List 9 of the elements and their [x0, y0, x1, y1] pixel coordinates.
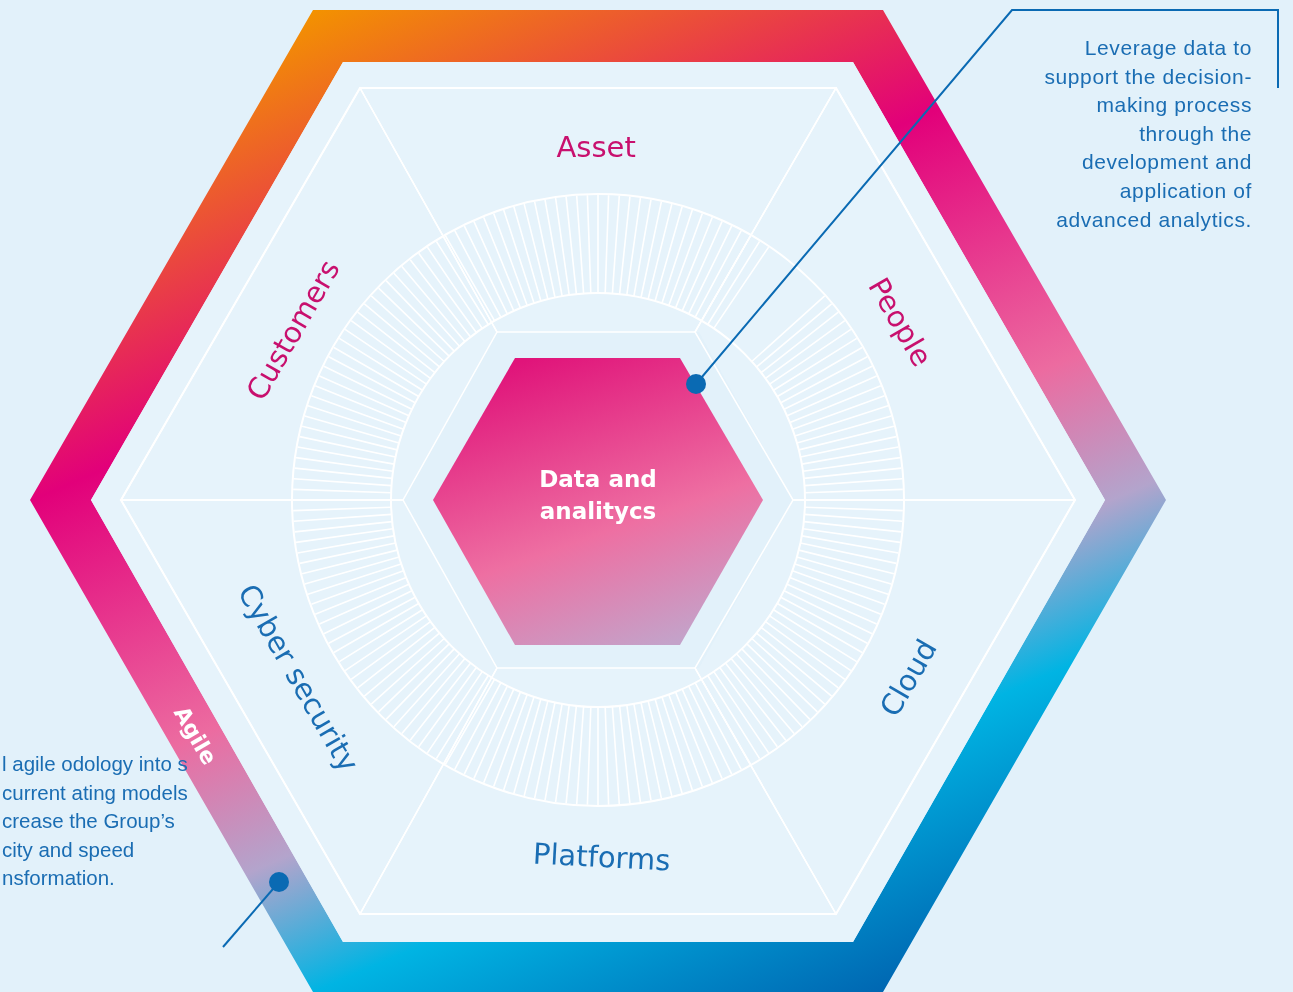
center-hexagon	[433, 358, 763, 645]
hexagon-segment	[360, 668, 836, 914]
leader-line	[686, 9, 1279, 394]
center-label: Data and analitycs	[538, 465, 658, 526]
segment-label: Platforms	[531, 836, 671, 878]
segment-label: Asset	[556, 130, 636, 164]
description-text: Leverage data to support the decision-making process through the development and application of advanced analytics.	[1043, 35, 1252, 233]
leader-line	[222, 872, 289, 948]
hexagon-segment	[360, 88, 836, 332]
